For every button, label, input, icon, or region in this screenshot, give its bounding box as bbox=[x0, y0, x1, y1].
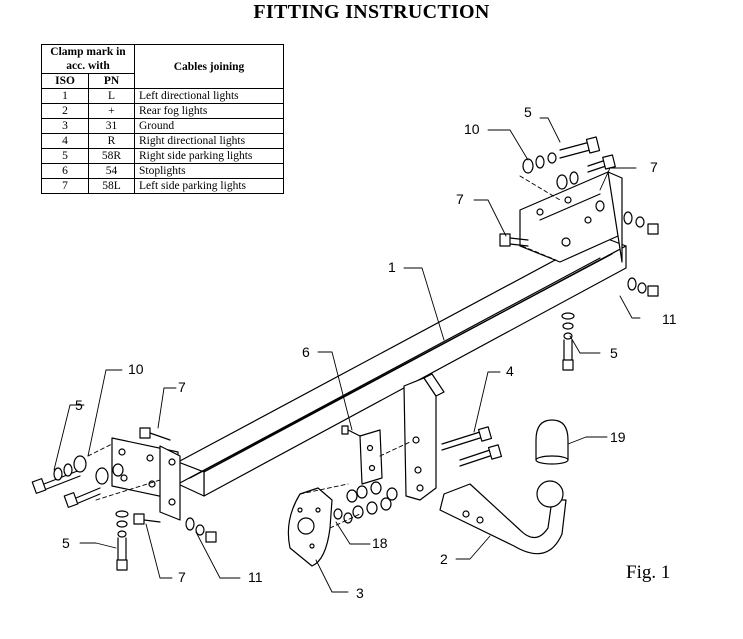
label-5: 5 bbox=[75, 397, 83, 413]
label-7: 7 bbox=[650, 159, 658, 175]
table-header-pn: PN bbox=[88, 73, 135, 89]
iso-cell: 7 bbox=[40, 178, 90, 194]
label-6: 6 bbox=[302, 344, 310, 360]
label-7: 7 bbox=[456, 191, 464, 207]
left-bracket bbox=[111, 437, 181, 521]
label-3: 3 bbox=[356, 585, 364, 601]
cable-cell: Left side parking lights bbox=[134, 178, 284, 194]
cable-cell: Right side parking lights bbox=[134, 148, 284, 164]
bolts-and-washers bbox=[31, 136, 659, 571]
label-2: 2 bbox=[440, 551, 448, 567]
table-row: 2+Rear fog lights bbox=[40, 103, 284, 119]
assembly-guide-lines bbox=[87, 175, 561, 529]
clamp-table: Clamp mark in acc. with Cables joining I… bbox=[40, 44, 284, 194]
label-19: 19 bbox=[610, 429, 626, 445]
ball-cap bbox=[535, 419, 569, 465]
part-labels: 5 10 7 7 1 11 5 6 4 10 7 5 19 5 7 11 18 … bbox=[62, 104, 677, 601]
ball-holder-plate bbox=[403, 373, 445, 501]
label-1: 1 bbox=[388, 259, 396, 275]
leader-lines bbox=[53, 117, 641, 593]
label-11: 11 bbox=[662, 311, 677, 327]
label-10: 10 bbox=[464, 121, 480, 137]
label-4: 4 bbox=[506, 363, 514, 379]
right-bracket bbox=[519, 171, 623, 263]
intermediate-plate bbox=[359, 429, 383, 485]
socket-plate bbox=[287, 487, 333, 567]
label-5: 5 bbox=[524, 104, 532, 120]
table-header-clamp: Clamp mark in acc. with bbox=[41, 44, 135, 74]
crossbar bbox=[177, 235, 627, 497]
pn-cell: 58R bbox=[88, 148, 135, 164]
page-title: FITTING INSTRUCTION bbox=[253, 1, 490, 23]
label-18: 18 bbox=[372, 535, 388, 551]
ball-neck bbox=[439, 480, 567, 555]
figure-label: Fig. 1 bbox=[626, 562, 670, 583]
label-5: 5 bbox=[610, 345, 618, 361]
label-7: 7 bbox=[178, 569, 186, 585]
label-11: 11 bbox=[248, 569, 263, 585]
label-10: 10 bbox=[128, 361, 144, 377]
label-7: 7 bbox=[178, 379, 186, 395]
label-5: 5 bbox=[62, 535, 70, 551]
